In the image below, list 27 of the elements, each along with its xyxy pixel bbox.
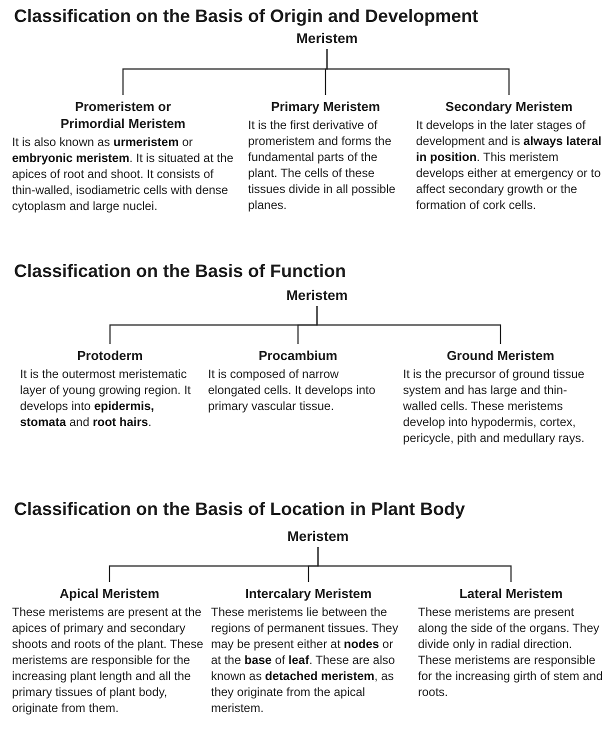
section-heading: Classification on the Basis of Function (14, 261, 346, 282)
category-heading: Ground Meristem (446, 347, 556, 364)
category-heading: Apical Meristem (58, 585, 160, 602)
description-text: It is the precursor of ground tissue system and has large and thin-walled cells. These meristems develop into hypodermis, cortex, pericycle, pith and medullary rays. (403, 366, 586, 446)
description-text: It is the first derivative of promeristem and forms the fundamental parts of the plant. The cells of these tissues divide in all possible planes. (248, 117, 396, 213)
connector-line (317, 547, 512, 582)
description-text: It is the outermost meristematic layer of young growing region. It develops into epidermis, stomata and root hairs. (20, 366, 192, 430)
connector-line (326, 49, 510, 95)
category-heading: Lateral Meristem (458, 585, 564, 602)
description-text: It develops in the later stages of development and is always lateral in position. This meristem develops either at emergency or to affect secondary growth or the formation of cork cells. (416, 117, 602, 213)
description-text: It is also known as urmeristem or embryonic meristem. It is situated at the apices of root and shoot. It consists of thin-walled, isodiametric cells with dense cytoplasm and large nuclei. (12, 134, 234, 214)
category-heading: Promeristem or Primordial Meristem (60, 98, 186, 132)
root-term: Meristem (285, 287, 349, 304)
category-heading: Secondary Meristem (444, 98, 574, 115)
section-heading: Classification on the Basis of Origin and Development (14, 6, 478, 27)
description-text: It is composed of narrow elongated cells. It develops into primary vascular tissue. (208, 366, 376, 414)
category-heading: Intercalary Meristem (244, 585, 373, 602)
root-term: Meristem (286, 528, 350, 545)
description-text: These meristems are present at the apices of primary and secondary shoots and roots of the plant. These meristems are responsible for the increasing plant length and all the primary tissues of plant body, originate from them. (12, 604, 204, 716)
root-term: Meristem (295, 30, 359, 47)
category-heading: Primary Meristem (270, 98, 382, 115)
description-text: These meristems are present along the side of the organs. They divide only in radial direction. These meristems are responsible for the increasing girth of stem and roots. (418, 604, 604, 700)
category-heading: Procambium (258, 347, 338, 364)
connector-line (316, 306, 502, 344)
category-heading: Protoderm (76, 347, 144, 364)
description-text: These meristems lie between the regions of permanent tissues. They may be present either at nodes or at the base of leaf. These are also known as detached meristem, as they originate from the apical meristem. (211, 604, 400, 716)
section-heading: Classification on the Basis of Location in Plant Body (14, 499, 466, 520)
